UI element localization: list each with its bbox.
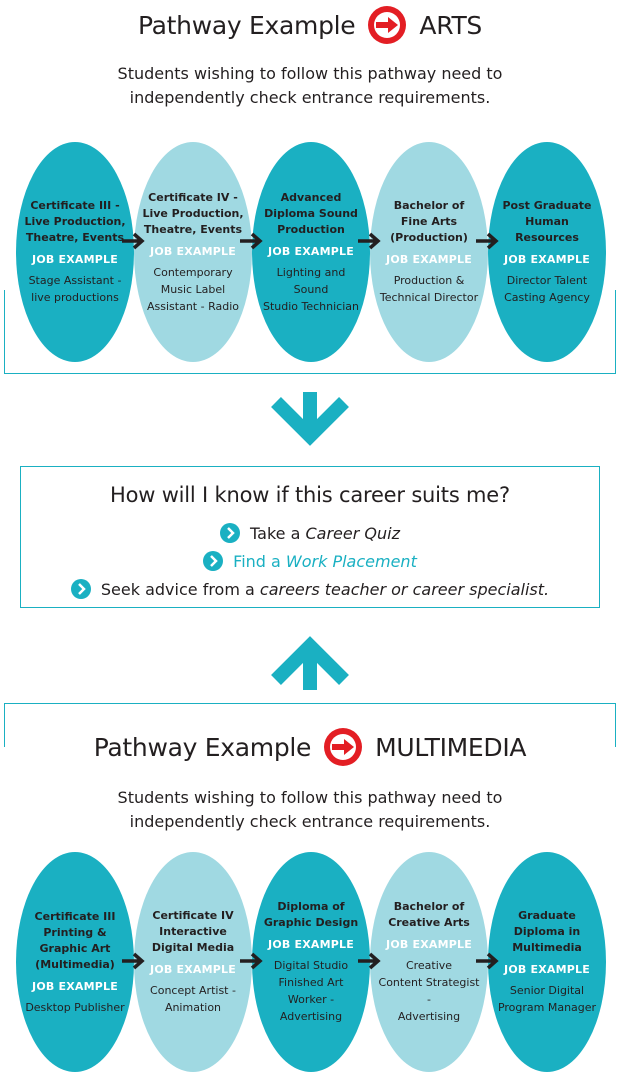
up-arrow-icon	[271, 636, 349, 690]
job-example-header: JOB EXAMPLE	[268, 938, 354, 951]
arts-intro: Students wishing to follow this pathway …	[0, 62, 620, 110]
job-example-header: JOB EXAMPLE	[150, 963, 236, 976]
work-placement-item[interactable]: Find a Work Placement	[21, 547, 599, 575]
arts-title-label: Pathway Example	[138, 10, 356, 40]
right-arrow-icon	[358, 232, 381, 250]
chevron-right-circle-icon	[203, 551, 224, 571]
arts-bracket	[4, 290, 616, 374]
arts-pathway-row: Certificate III -Live Production,Theatre…	[0, 142, 620, 362]
work-placement-link[interactable]: Work Placement	[285, 551, 417, 571]
career-quiz-link[interactable]: Career Quiz	[305, 523, 400, 543]
arts-intro-line1: Students wishing to follow this pathway …	[117, 64, 503, 83]
right-arrow-icon	[240, 232, 263, 250]
arts-step-1: Certificate III -Live Production,Theatre…	[16, 142, 134, 362]
chevron-right-circle-icon	[220, 523, 241, 543]
job-example-header: JOB EXAMPLE	[504, 253, 590, 266]
chevron-right-circle-icon	[70, 579, 91, 599]
careers-advice-item[interactable]: Seek advice from a careers teacher or ca…	[21, 575, 599, 603]
careers-advice-link[interactable]: careers teacher or career specialist.	[259, 579, 550, 599]
career-suitability-box: How will I know if this career suits me?…	[20, 466, 600, 608]
job-example-header: JOB EXAMPLE	[504, 963, 590, 976]
qualification-label: Certificate IV -Live Production,Theatre,…	[142, 190, 244, 236]
right-arrow-icon	[476, 232, 499, 250]
job-example-text: Concept Artist -Animation	[150, 984, 236, 1014]
career-suitability-list: Take a Career Quiz Find a Work Placement…	[21, 519, 599, 603]
qualification-label: Certificate III -Live Production,Theatre…	[24, 199, 126, 244]
multimedia-title-label: Pathway Example	[87, 732, 311, 762]
right-arrow-icon	[476, 952, 499, 970]
work-placement-prefix: Find a	[233, 551, 286, 571]
job-example-header: JOB EXAMPLE	[32, 253, 118, 266]
careers-advice-prefix: Seek advice from a	[100, 579, 260, 599]
job-example-header: JOB EXAMPLE	[386, 253, 472, 266]
job-example-text: Stage Assistant -live productions	[28, 274, 122, 304]
arts-subject-label: ARTS	[419, 10, 482, 40]
arts-intro-line2: independently check entrance requirement…	[129, 88, 491, 107]
multimedia-intro-line1: Students wishing to follow this pathway …	[117, 788, 503, 807]
job-example-text: Desktop Publisher	[25, 1000, 125, 1014]
arts-step-2: Certificate IV -Live Production,Theatre,…	[134, 142, 252, 362]
multimedia-intro-line2: independently check entrance requirement…	[129, 812, 491, 831]
job-example-header: JOB EXAMPLE	[268, 244, 354, 258]
right-arrow-icon	[122, 952, 145, 970]
multimedia-subject-label: MULTIMEDIA	[375, 732, 533, 762]
right-arrow-icon	[240, 952, 263, 970]
right-arrow-icon	[122, 232, 145, 250]
job-example-header: JOB EXAMPLE	[386, 938, 472, 951]
multimedia-bracket	[4, 703, 616, 747]
multimedia-pathway-title: Pathway Example MULTIMEDIA	[0, 725, 620, 769]
multimedia-intro: Students wishing to follow this pathway …	[0, 786, 620, 834]
job-example-header: JOB EXAMPLE	[150, 244, 236, 258]
career-quiz-prefix: Take a	[250, 523, 306, 543]
arts-pathway-title: Pathway Example ARTS	[0, 3, 620, 47]
career-quiz-item[interactable]: Take a Career Quiz	[21, 519, 599, 547]
down-arrow-icon	[271, 392, 349, 446]
right-arrow-circle-icon	[323, 727, 364, 767]
job-example-header: JOB EXAMPLE	[32, 979, 118, 993]
right-arrow-circle-icon	[368, 6, 407, 44]
right-arrow-icon	[358, 952, 381, 970]
job-example-text: Production &Technical Director	[379, 274, 479, 304]
career-suitability-heading: How will I know if this career suits me?	[110, 483, 510, 507]
